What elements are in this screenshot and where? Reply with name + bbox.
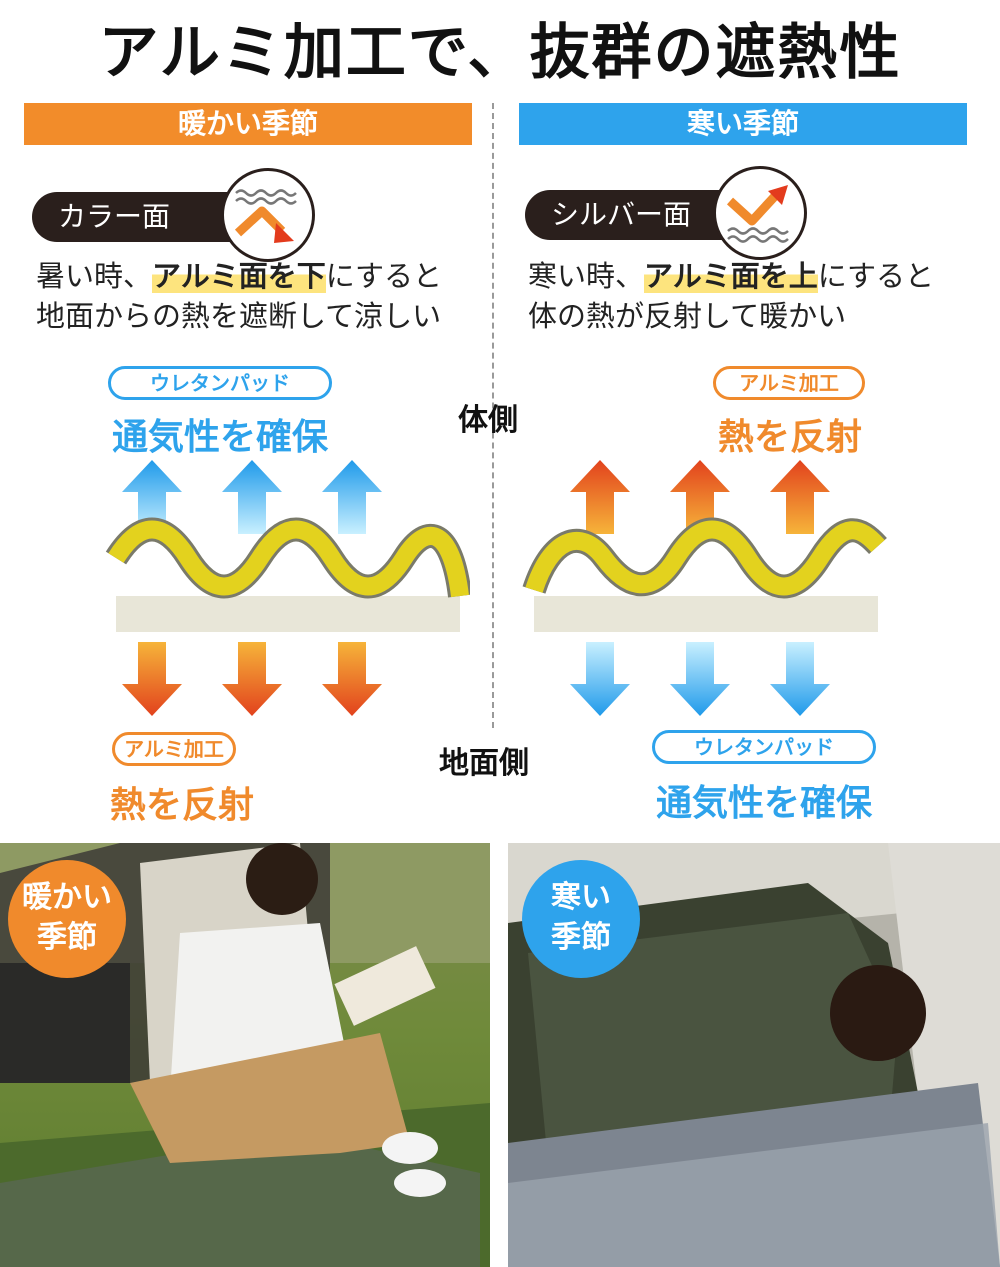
blue-down-arrow [670, 642, 730, 716]
cold-top-pill: アルミ加工 [713, 366, 865, 400]
pad-base [534, 596, 878, 632]
cold-desc-suffix: にすると [817, 259, 935, 293]
blue-up-arrow [322, 460, 382, 534]
warm-season-header: 暖かい季節 [24, 103, 472, 145]
blue-down-arrow [570, 642, 630, 716]
orange-down-arrow [222, 642, 282, 716]
cold-bottom-pill: ウレタンパッド [652, 730, 876, 764]
warm-top-pill: ウレタンパッド [108, 366, 332, 400]
cold-pad-diagram [522, 460, 887, 716]
warm-bottom-big: 熱を反射 [110, 785, 255, 826]
down-arrow-zigzag-icon [221, 168, 315, 262]
warm-badge-line2: 季節 [37, 920, 97, 955]
warm-desc-prefix: 暑い時、 [36, 259, 153, 293]
cold-badge-line1: 寒い [551, 880, 611, 915]
cold-photo-badge: 寒い 季節 [522, 860, 640, 978]
orange-down-arrow [122, 642, 182, 716]
warm-pad-diagram [105, 460, 470, 716]
cold-season-header: 寒い季節 [519, 103, 967, 145]
warm-desc-highlight: アルミ面を下 [152, 259, 326, 293]
cold-desc-prefix: 寒い時、 [528, 259, 645, 293]
warm-bottom-pill: アルミ加工 [112, 732, 236, 766]
wave-foam [108, 520, 469, 598]
cold-desc-highlight: アルミ面を上 [644, 259, 818, 293]
warm-badge-line1: 暖かい [22, 880, 112, 915]
orange-down-arrow [322, 642, 382, 716]
blue-up-arrow [122, 460, 182, 534]
center-divider [492, 103, 494, 728]
blue-up-arrow [222, 460, 282, 534]
up-arrow-zigzag-icon [713, 166, 807, 260]
warm-desc-line2: 地面からの熱を遮断して涼しい [36, 299, 442, 333]
cold-top-big: 熱を反射 [717, 417, 862, 458]
person-silhouette [130, 843, 446, 1197]
ground-side-label: 地面側 [439, 746, 529, 781]
warm-desc-suffix: にすると [325, 259, 443, 293]
warm-description: 暑い時、アルミ面を下にすると 地面からの熱を遮断して涼しい [36, 256, 442, 336]
warm-top-big: 通気性を確保 [111, 417, 328, 458]
orange-up-arrow [570, 460, 630, 534]
page-title: アルミ加工で、抜群の遮熱性 [98, 18, 902, 88]
cold-desc-line2: 体の熱が反射して暖かい [528, 299, 847, 333]
cold-description: 寒い時、アルミ面を上にすると 体の熱が反射して暖かい [528, 256, 934, 336]
cold-bottom-big: 通気性を確保 [655, 783, 872, 824]
warm-photo-badge: 暖かい 季節 [8, 860, 126, 978]
orange-up-arrow [670, 460, 730, 534]
wave-foam [525, 520, 885, 596]
body-side-label: 体側 [458, 403, 518, 438]
orange-up-arrow [770, 460, 830, 534]
pad-base [116, 596, 460, 632]
cold-badge-line2: 季節 [551, 920, 611, 955]
blue-down-arrow [770, 642, 830, 716]
